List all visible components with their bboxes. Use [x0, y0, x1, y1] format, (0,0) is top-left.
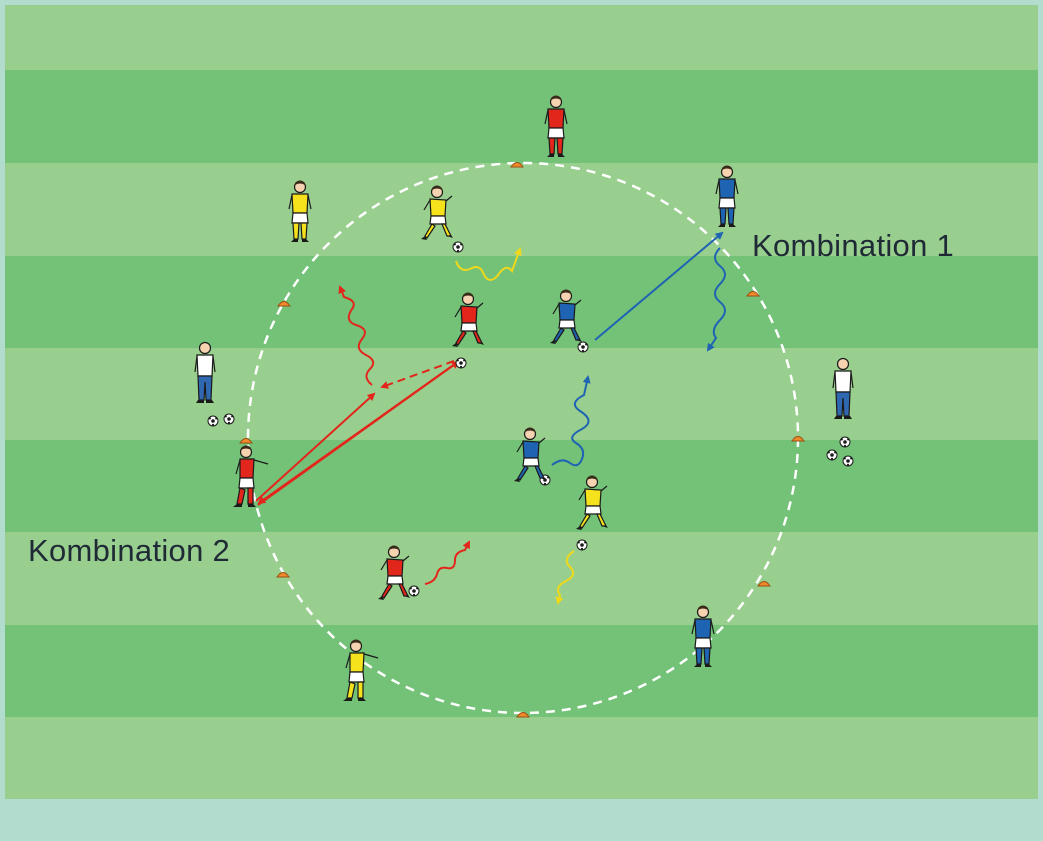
player-icon: [544, 95, 568, 157]
ball-icon: [577, 341, 589, 353]
player-icon: [288, 180, 312, 242]
pitch-stripes: [5, 5, 1038, 799]
players: [194, 95, 854, 701]
balls: [207, 241, 854, 597]
player-icon: [421, 185, 453, 240]
ball-icon: [223, 413, 235, 425]
arrows: [255, 231, 726, 605]
ball-icon: [455, 357, 467, 369]
blue-run-arrow: [706, 247, 726, 352]
combination-1-label: Kombination 1: [752, 228, 955, 263]
cone-icon: [516, 712, 530, 718]
ball-icon: [408, 585, 420, 597]
ball-icon: [826, 449, 838, 461]
red-return-pass-arrow: [257, 365, 453, 505]
player-icon: [691, 605, 715, 667]
stripe: [5, 5, 1038, 70]
stripe: [5, 163, 1038, 256]
blue-pass-arrow: [594, 231, 724, 341]
red-pass-arrow: [255, 392, 376, 502]
ball-icon: [452, 241, 464, 253]
cone-icon: [276, 572, 290, 578]
combination-2-label: Kombination 2: [28, 533, 231, 568]
cone-icon: [746, 291, 760, 297]
player-icon: [514, 427, 546, 482]
player-icon: [832, 357, 854, 419]
stripe: [5, 625, 1038, 717]
cone-icon: [277, 301, 291, 307]
blue-dribble-arrow: [551, 375, 591, 467]
cone-icon: [510, 162, 524, 168]
player-icon: [576, 475, 608, 530]
red-run-arrow: [338, 285, 375, 386]
stripe: [5, 70, 1038, 163]
player-icon: [452, 292, 484, 347]
ball-icon: [842, 455, 854, 467]
cone-icon: [791, 436, 805, 442]
stripe: [5, 256, 1038, 348]
player-icon: [194, 341, 216, 403]
ball-icon: [576, 539, 588, 551]
player-icon: [343, 639, 379, 701]
stripe: [5, 532, 1038, 625]
red-dribble-arrow: [424, 540, 470, 585]
stripe: [5, 348, 1038, 440]
cones: [239, 162, 805, 718]
player-icon: [378, 545, 410, 600]
stripe: [5, 717, 1038, 799]
player-icon: [550, 289, 582, 344]
stripe: [5, 440, 1038, 532]
cone-icon: [239, 438, 253, 444]
ball-icon: [839, 436, 851, 448]
cone-icon: [757, 581, 771, 587]
ball-icon: [207, 415, 219, 427]
player-icon: [233, 445, 269, 507]
yellow-dribble-arrow: [555, 550, 575, 605]
yellow-dribble-arrow: [455, 247, 522, 281]
player-icon: [715, 165, 739, 227]
